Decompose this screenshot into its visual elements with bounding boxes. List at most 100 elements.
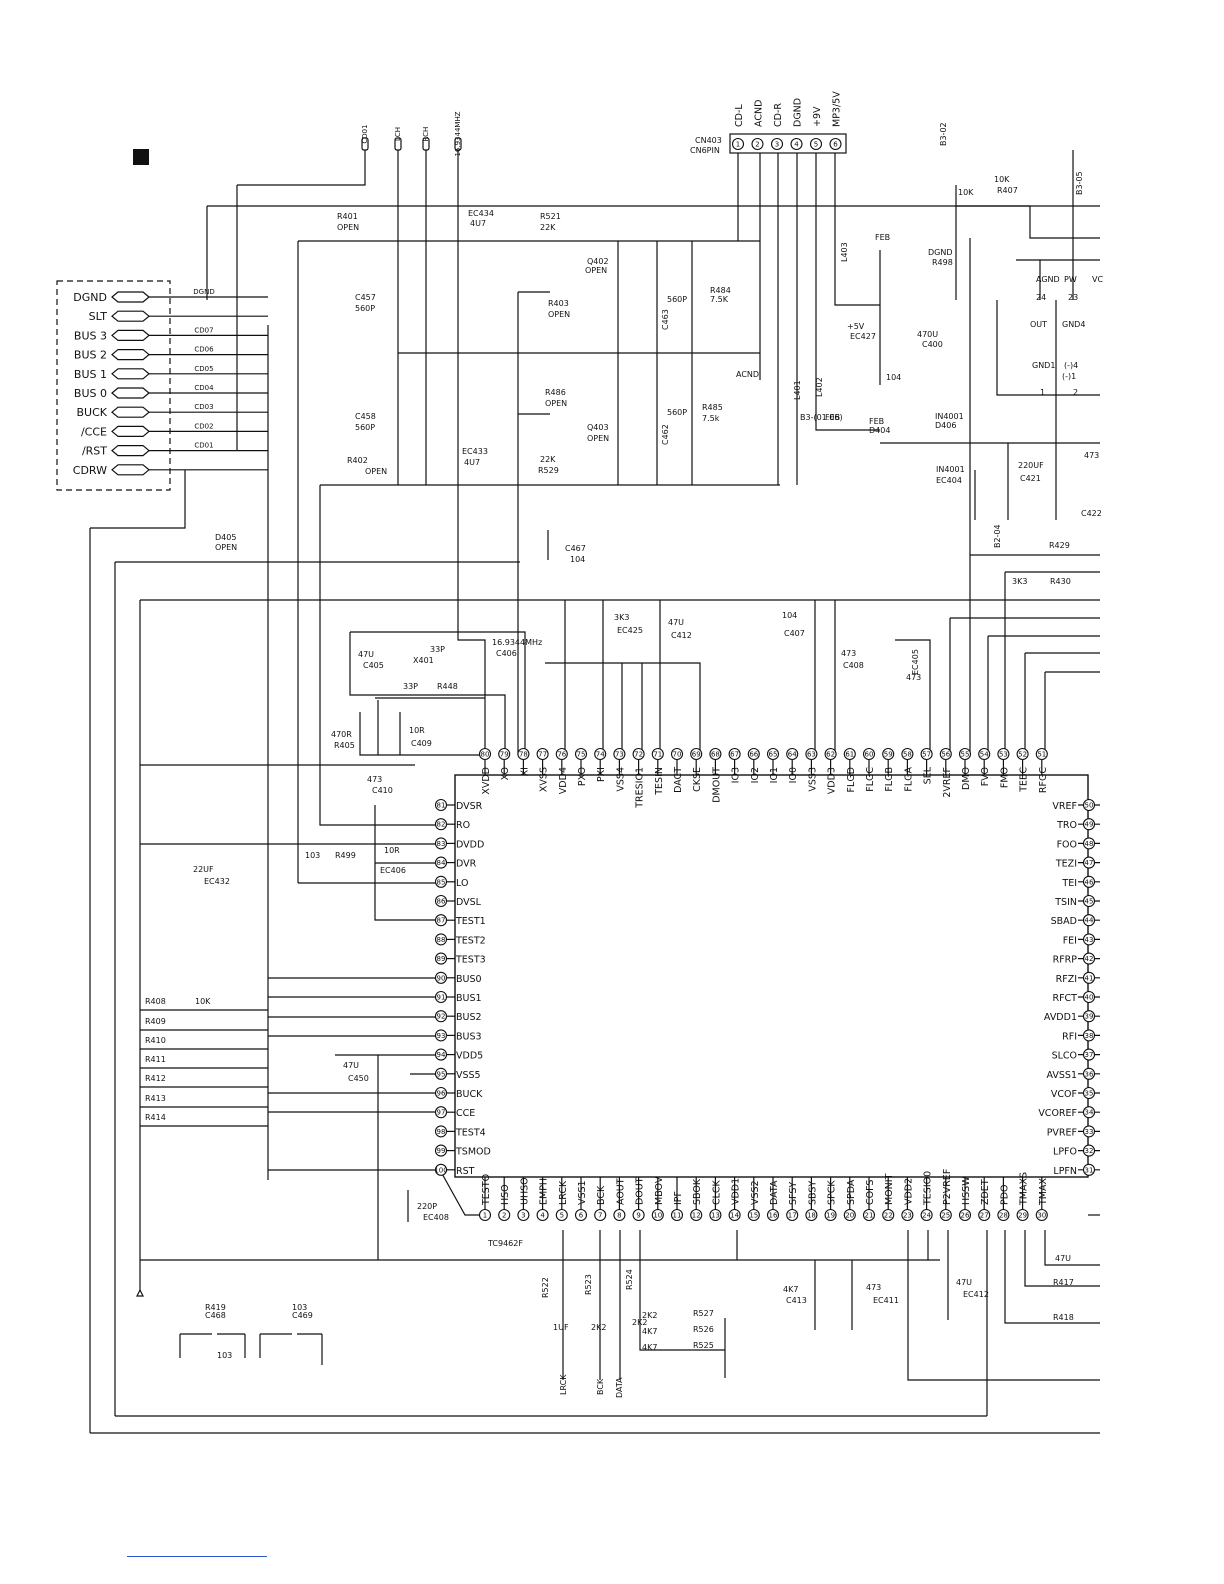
component-label: C458	[355, 412, 376, 421]
connector-pin-number: 1	[736, 141, 740, 149]
pin-number: 21	[865, 1212, 874, 1220]
component-label: R408	[145, 997, 166, 1006]
pin-name: BCK	[596, 1185, 607, 1205]
pin-number: 84	[437, 859, 446, 867]
pin-number: 22	[884, 1212, 893, 1220]
connector-pin-label: DGND	[73, 291, 107, 304]
pin-name: DMO	[961, 767, 972, 790]
component-label: FEB	[825, 413, 840, 422]
component-label: R522	[541, 1277, 550, 1298]
component-label: R498	[932, 258, 953, 267]
pin-circle	[958, 747, 972, 761]
pin-number: 95	[437, 1070, 446, 1078]
pin-number: 51	[1037, 751, 1046, 759]
pin-circle	[1082, 894, 1096, 908]
component-label: EC433	[462, 447, 488, 456]
pin-number: 58	[903, 751, 912, 759]
pin-circle	[434, 990, 448, 1004]
pin-circle	[632, 1208, 645, 1222]
connector-pin-label: BUCK	[77, 406, 108, 419]
pin-circle	[1016, 747, 1029, 761]
component-label: C409	[411, 739, 432, 748]
pin-number: 32	[1085, 1147, 1094, 1155]
pin-number: 60	[865, 751, 874, 759]
pin-name: LO	[456, 878, 468, 889]
net-label: CD07	[194, 326, 213, 334]
pin-circle	[434, 856, 448, 869]
pin-number: 29	[1018, 1212, 1027, 1220]
pin-number: 93	[437, 1032, 446, 1040]
component-label: DGND	[928, 248, 953, 257]
pin-number: 98	[437, 1128, 446, 1136]
component-label: 7.5k	[702, 414, 720, 423]
net-label: CD02	[194, 422, 213, 430]
component-label: L403	[840, 242, 849, 262]
pin-name: TESIO0	[923, 1171, 934, 1206]
pin-name: VSS1	[577, 1180, 588, 1205]
pin-name: VDD2	[903, 1178, 914, 1205]
pin-number: 99	[437, 1147, 446, 1155]
ic-tc9462f: TC9462F	[454, 774, 1089, 1248]
pin-name: IO3	[731, 767, 742, 783]
component-label: R486	[545, 388, 566, 397]
pin-name: VDD5	[456, 1051, 483, 1062]
component-label: C406	[496, 649, 517, 658]
pin-name: SBAD	[1051, 916, 1077, 927]
pin-circle	[709, 1208, 722, 1222]
pin-number: 46	[1085, 878, 1094, 886]
pin-circle	[434, 1048, 448, 1061]
connector-pin-label: /CCE	[81, 425, 107, 438]
pin-circle	[920, 747, 933, 761]
pin-name: FOO	[1057, 839, 1077, 850]
pin-name: EMPH	[539, 1178, 550, 1205]
pin-number: 64	[788, 751, 797, 759]
pin-circle	[843, 747, 856, 761]
pin-name: UHSO	[519, 1177, 530, 1205]
component-label: R407	[997, 186, 1018, 195]
connector-pin-circle	[731, 137, 745, 151]
pin-name: IO0	[788, 767, 799, 783]
component-label: 103	[292, 1303, 307, 1312]
component-label: 104	[782, 611, 797, 620]
pin-circle	[651, 747, 664, 761]
pin-number: 88	[437, 936, 446, 944]
pin-circle	[1082, 1029, 1096, 1042]
component-label: PW	[1064, 275, 1077, 284]
pin-number: 87	[437, 917, 446, 925]
pin-name: CKSE	[692, 767, 703, 792]
pin-name: DACT	[673, 767, 684, 793]
pin-circle	[862, 1208, 876, 1222]
pin-circle	[747, 747, 760, 761]
component-label: 4U7	[470, 219, 486, 228]
pin-name: SPDA	[846, 1179, 857, 1205]
pin-circle	[434, 818, 448, 831]
pin-name: FLGA	[903, 767, 914, 792]
pin-circle	[670, 747, 684, 761]
net-label: CD06	[194, 346, 214, 354]
pin-name: LPFN	[1053, 1166, 1077, 1177]
component-label: C400	[922, 340, 943, 349]
cn403-ref: CN403	[695, 136, 722, 145]
pin-circle	[978, 747, 991, 761]
pin-circle	[594, 747, 607, 761]
component-label: R527	[693, 1309, 714, 1318]
connector-pin-label: BUS 3	[74, 329, 107, 342]
pin-circle	[728, 1208, 741, 1222]
component-label: +5V	[847, 322, 865, 331]
connector-pin-label: CDRW	[73, 464, 107, 477]
pin-name: FLGC	[865, 767, 876, 792]
connector-pin-shape	[111, 464, 150, 476]
component-label: VC	[1092, 275, 1103, 284]
pin-number: 53	[999, 751, 1008, 759]
component-label: EC425	[617, 626, 643, 635]
component-label: OPEN	[585, 266, 607, 275]
pin-circle	[434, 933, 448, 946]
connector-pin-circle	[770, 137, 784, 151]
component-label: 103	[217, 1351, 232, 1360]
component-label: 470U	[917, 330, 938, 339]
connector-pin-shape	[111, 329, 150, 341]
pin-circle	[574, 1208, 588, 1222]
pin-number: 26	[961, 1212, 970, 1220]
component-label: EC432	[204, 877, 230, 886]
